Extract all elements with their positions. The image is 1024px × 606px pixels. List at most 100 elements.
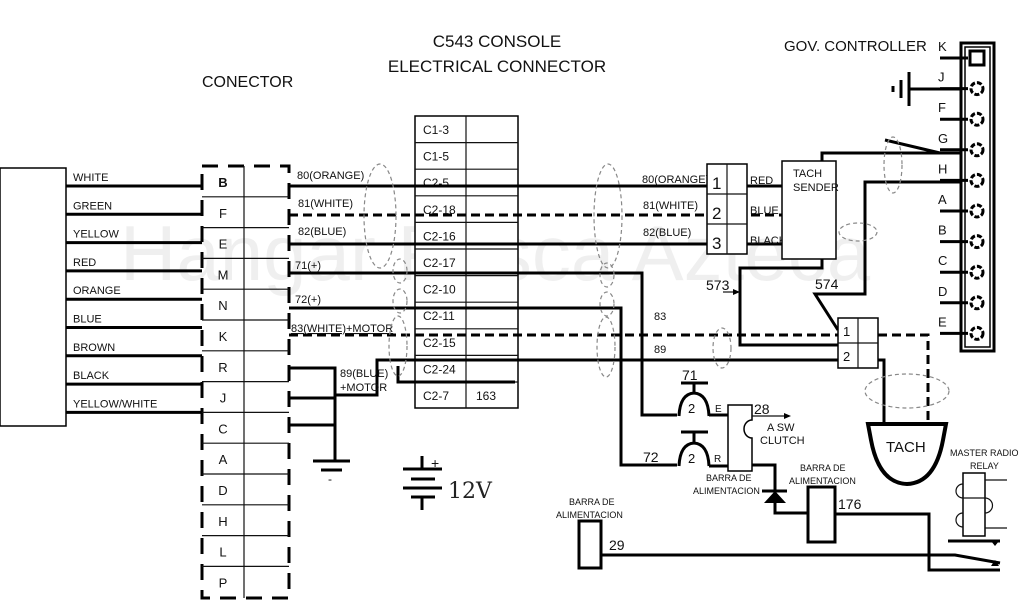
master-relay-label-1: MASTER RADIO: [950, 448, 1019, 458]
label-w82-right: 82(BLUE): [643, 227, 691, 239]
console-pin-row: C2-15: [423, 336, 456, 350]
console-pin: C2-15: [423, 336, 456, 350]
conector-pin: F: [219, 206, 227, 221]
gov-pin-label: E: [938, 314, 947, 329]
clutch-label-2: CLUTCH: [760, 435, 805, 447]
conector-pin: A: [219, 452, 228, 467]
console-pin: C2-16: [423, 229, 456, 243]
gov-pin: C: [938, 253, 985, 280]
label-w89-motor: +MOTOR: [340, 382, 387, 394]
harness-wire: YELLOW/WHITE: [66, 398, 202, 414]
console-pin-row: C2-24: [423, 362, 456, 376]
gov-pin: H: [938, 161, 985, 188]
console-pin-row: C2-17: [423, 256, 456, 270]
label-w80-right: 80(ORANGE): [642, 174, 709, 186]
harness-wire-label: YELLOW/WHITE: [73, 398, 157, 410]
gov-pin: K: [938, 39, 986, 67]
console-pin: C1-5: [423, 150, 449, 164]
barra-label-1a: BARRA DE: [706, 473, 752, 483]
gov-pin-label: J: [938, 70, 945, 85]
tach-sender-pin: 3: [712, 234, 721, 253]
gov-pin-label: B: [938, 223, 947, 238]
label-w72-left: 72(+): [295, 294, 321, 306]
conector-pin: N: [218, 298, 227, 313]
tach-sender-wire-color: BLACK: [750, 235, 787, 247]
ground-minus: -: [328, 472, 332, 486]
gate-72-number: 2: [688, 451, 695, 466]
ground-symbol-gov: [891, 72, 960, 106]
gov-pin: A: [938, 192, 985, 219]
gov-pin: F: [938, 100, 985, 127]
master-relay-label-2: RELAY: [970, 461, 999, 471]
console-pin-row: C2-18: [423, 203, 456, 217]
harness-block: [0, 167, 67, 427]
label-w89-right: 89: [654, 344, 666, 356]
harness-wire: ORANGE: [66, 285, 202, 301]
gov-pin-label: G: [938, 131, 948, 146]
conector-pin: C: [218, 421, 227, 436]
tach-connector: 1 2: [837, 317, 879, 369]
gate-71-number: 2: [688, 401, 695, 416]
console-pin: C2-18: [423, 203, 456, 217]
gov-pin: E: [938, 314, 985, 341]
gov-pin-label: C: [938, 253, 947, 268]
barra-label-3a: BARRA DE: [569, 497, 615, 507]
label-w80-left: 80(ORANGE): [297, 170, 364, 182]
conector-pin: J: [220, 391, 227, 406]
tach-gauge: TACH: [865, 422, 949, 487]
harness-wire-label: WHITE: [73, 172, 108, 184]
wire-574: [812, 138, 960, 331]
conector-pin: H: [218, 514, 227, 529]
wire-163: [396, 366, 515, 384]
barra-label-1b: ALIMENTACION: [693, 486, 760, 496]
battery-voltage: 12V: [448, 479, 493, 504]
arrow-573-head: [733, 289, 740, 295]
console-title-line2: ELECTRICAL CONNECTOR: [388, 57, 606, 76]
label-w574: 574: [815, 276, 839, 292]
console-pin: C2-17: [423, 256, 456, 270]
label-w28: 28: [754, 401, 770, 417]
label-w81-right: 81(WHITE): [643, 200, 698, 212]
console-pin-row: C1-5: [423, 150, 449, 164]
harness-wire: RED: [66, 257, 202, 273]
console-pin: C2-5: [423, 176, 449, 190]
tach-conn-pin-1: 1: [843, 324, 850, 339]
tach-label: TACH: [886, 439, 926, 456]
gov-pin: D: [938, 284, 985, 311]
gov-controller-title: GOV. CONTROLLER: [784, 38, 927, 55]
tach-sender-label-1: TACH: [793, 168, 822, 180]
clutch-label-1: A SW: [767, 422, 795, 434]
console-pin: C2-10: [423, 283, 456, 297]
barra-label-3b: ALIMENTACION: [556, 510, 623, 520]
conector-pin: R: [218, 360, 227, 375]
label-w71-left: 71(+): [295, 260, 321, 272]
barra-29: BARRA DE ALIMENTACION 29: [556, 497, 1001, 570]
harness-wire: BROWN: [66, 342, 202, 358]
wire-89: [289, 358, 886, 423]
wire-83: [289, 333, 930, 420]
gate-72: 2 72 R: [643, 430, 728, 468]
harness-wires: WHITEGREENYELLOWREDORANGEBLUEBROWNBLACKY…: [66, 172, 202, 414]
clutch-relay: 28 A SW CLUTCH BARRA DE ALIMENTACION: [693, 401, 805, 496]
harness-wire-label: BLACK: [73, 370, 110, 382]
gov-pin-label: F: [938, 100, 946, 115]
label-w83-right: 83: [654, 311, 666, 323]
conector-pin: E: [219, 237, 228, 252]
console-pin: C2-11: [423, 309, 455, 323]
harness-wire-label: GREEN: [73, 200, 112, 212]
gov-pin: G: [938, 131, 985, 158]
battery-plus: +: [431, 455, 439, 471]
gate-71: 2 71 E: [677, 367, 728, 417]
gov-pin-label: K: [938, 39, 947, 54]
barra-label-2b: ALIMENTACION: [789, 476, 856, 486]
gate-r-label: R: [714, 454, 721, 465]
battery-symbol: + 12V: [403, 455, 493, 510]
console-pin-row: C2-16: [423, 229, 456, 243]
label-w83-left: 83(WHITE)+MOTOR: [291, 323, 393, 335]
gate-e-label: E: [715, 404, 722, 415]
tach-sender-wire-color: BLUE: [750, 205, 779, 217]
